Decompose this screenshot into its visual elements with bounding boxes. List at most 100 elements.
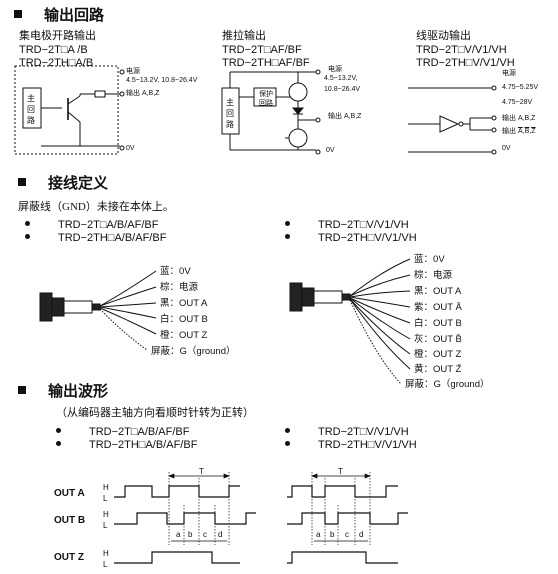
wire-color: 灰	[414, 335, 424, 345]
wave-label-out-z: OUT Z	[54, 552, 84, 563]
oc-model-2: TRD−2TH□A/B	[19, 57, 94, 69]
ld-neg-a: A	[517, 128, 523, 135]
wire-right-4: 白：OUT B	[414, 318, 462, 329]
bullet-dot	[25, 221, 30, 226]
ld-output-terminal	[491, 115, 497, 121]
pp-model-1: TRD−2T□AF/BF	[222, 44, 302, 56]
wire-signal: G（ground）	[433, 379, 490, 390]
wire-signal: 0V	[179, 266, 191, 277]
phase-d-right: d	[359, 530, 364, 539]
wire-left-2: 黑：OUT A	[160, 298, 208, 309]
section-title-output-circuit: 输出回路	[14, 4, 104, 25]
wire-color: 黑	[414, 287, 424, 297]
wave-right-model-2: TRD−2TH□V/V1/VH	[285, 439, 417, 451]
wave-label-out-a: OUT A	[54, 488, 85, 499]
level-h-z: H	[103, 549, 109, 558]
bullet-dot	[25, 234, 30, 239]
wiring-right-model-1: TRD−2T□V/V1/VH	[285, 219, 409, 231]
ld-power-range-2: 4.75~28V	[502, 99, 533, 106]
phase-c-left: c	[203, 530, 207, 539]
model-text: TRD−2T□A/B/AF/BF	[89, 426, 190, 438]
level-h-a: H	[103, 483, 109, 492]
ld-output-neg-terminal	[491, 127, 497, 133]
pp-power-range-1: 4.5~13.2V,	[324, 75, 358, 82]
level-l-z: L	[103, 560, 108, 569]
wire-right-1: 棕：电源	[414, 270, 453, 281]
bullet-dot	[285, 234, 290, 239]
ld-power-label: 电源	[502, 70, 516, 77]
oc-power-range: 4.5~13.2V, 10.8~26.4V	[126, 77, 198, 84]
section-bullet	[18, 178, 26, 186]
ld-zero-terminal	[491, 149, 497, 155]
pp-power-label: 电源	[328, 66, 342, 73]
oc-title: 集电极开路输出	[19, 30, 96, 42]
ld-driver-triangle	[439, 115, 460, 133]
phase-a-right: a	[316, 530, 321, 539]
model-text: TRD−2TH□A/B/AF/BF	[89, 439, 198, 451]
wire-color: 橙	[160, 331, 170, 341]
bullet-dot	[56, 441, 61, 446]
wave-right-model-1: TRD−2T□V/V1/VH	[285, 426, 409, 438]
wire-right-6: 橙：OUT Z	[414, 349, 462, 360]
section-title-text: 接线定义	[48, 175, 109, 192]
wiring-left-model-1: TRD−2T□A/B/AF/BF	[25, 219, 158, 231]
phase-b-left: b	[188, 530, 193, 539]
section-title-waveform: 输出波形	[18, 380, 108, 401]
oc-model-1: TRD−2T□A /B	[19, 44, 88, 56]
wire-left-1: 棕：电源	[160, 282, 199, 293]
wire-color: 橙	[414, 350, 424, 360]
wave-right-out-a	[287, 485, 398, 498]
wire-signal: 0V	[433, 254, 445, 265]
wire-left-0: 蓝：0V	[160, 266, 191, 277]
wire-right-5: 灰：OUT B̄	[414, 334, 462, 345]
wire-signal: OUT A	[433, 286, 462, 297]
section-title-text: 输出波形	[48, 383, 109, 400]
model-text: TRD−2T□V/V1/VH	[318, 426, 409, 438]
wire-right-8: 屏蔽：G（ground）	[405, 379, 490, 390]
wire-right-2: 黑：OUT A	[414, 286, 462, 297]
wire-signal: 电源	[433, 271, 453, 281]
wire-color: 屏蔽	[405, 380, 425, 390]
phase-b-right: b	[330, 530, 335, 539]
phase-d-left: d	[218, 530, 223, 539]
wire-right-0: 蓝：0V	[414, 254, 445, 265]
period-label-left: T	[199, 467, 204, 476]
wire-signal: OUT Ā	[433, 302, 462, 313]
ld-model-1: TRD−2T□V/V1/VH	[416, 44, 507, 56]
ld-output-label: 输出 A,B,Z	[502, 115, 536, 122]
wire-color: 黄	[414, 365, 424, 375]
waveform-note: （从编码器主轴方向看顺时针转为正转）	[56, 407, 254, 419]
ld-model-2: TRD−2TH□V/V1/VH	[416, 57, 515, 69]
ld-neg-b: B	[524, 128, 530, 135]
pp-zero-terminal	[315, 149, 321, 155]
period-label-right: T	[338, 467, 343, 476]
wire-color: 白	[414, 319, 424, 329]
section-bullet	[18, 386, 26, 394]
ld-power-terminal	[491, 85, 497, 91]
pp-power-terminal	[315, 69, 321, 75]
wire-color: 棕	[414, 271, 424, 281]
section-bullet	[14, 10, 22, 18]
ld-title: 线驱动输出	[416, 30, 471, 42]
model-text: TRD−2TH□V/V1/VH	[318, 232, 417, 244]
wire-signal: G（ground）	[179, 346, 236, 357]
bullet-dot	[56, 428, 61, 433]
wire-color: 紫	[414, 303, 424, 313]
ld-zero-label: 0V	[502, 145, 511, 152]
pp-output-terminal	[315, 117, 321, 123]
oc-power-terminal	[119, 69, 125, 75]
wiring-right-model-2: TRD−2TH□V/V1/VH	[285, 232, 417, 244]
wire-signal: OUT A	[179, 298, 208, 309]
model-text: TRD−2T□V/V1/VH	[318, 219, 409, 231]
pp-title: 推拉输出	[222, 30, 266, 42]
wire-right-3: 紫：OUT Ā	[414, 302, 462, 313]
wire-signal: OUT Z	[179, 330, 208, 341]
oc-power-label: 电源	[126, 68, 140, 75]
wave-label-out-b: OUT B	[54, 515, 86, 526]
wire-signal: OUT B	[179, 314, 208, 325]
bullet-dot	[285, 428, 290, 433]
wave-left-model-2: TRD−2TH□A/B/AF/BF	[56, 439, 197, 451]
wire-signal: OUT Z̄	[433, 364, 462, 375]
level-h-b: H	[103, 510, 109, 519]
wire-signal: OUT Z	[433, 349, 462, 360]
